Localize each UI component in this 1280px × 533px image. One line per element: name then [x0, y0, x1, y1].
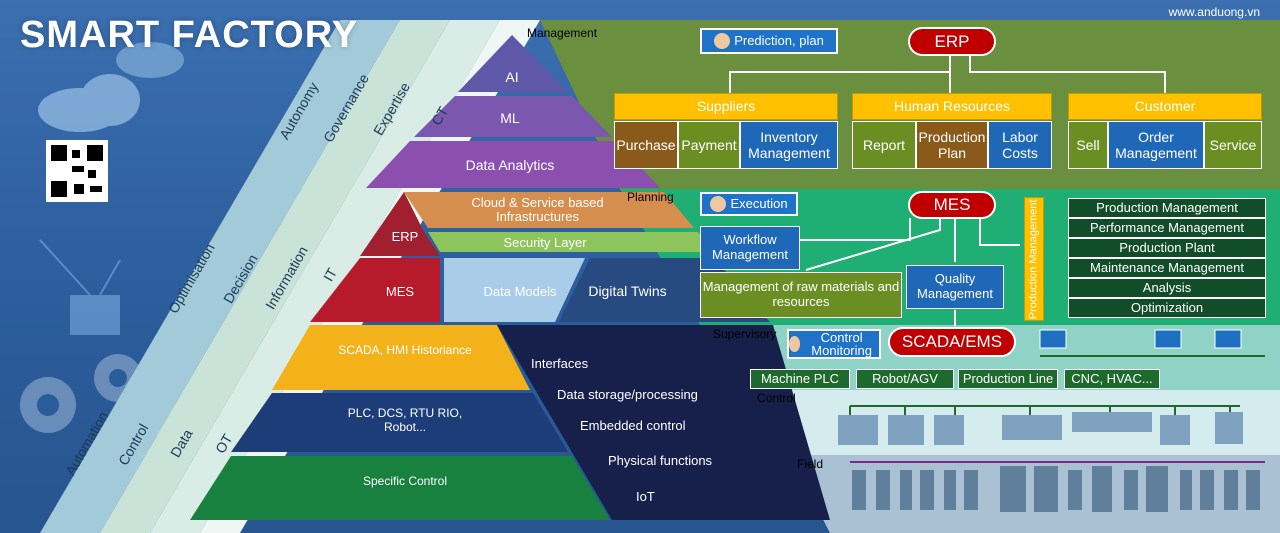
pyramid-cloud-label: Cloud & Service based Infrastructures — [471, 195, 604, 224]
pyramid-digital-twins-label: Digital Twins — [588, 283, 667, 299]
plc-devices — [838, 412, 1243, 445]
labor-costs-box[interactable]: Labor Costs — [988, 121, 1052, 169]
level-field: Field — [797, 457, 824, 471]
execution-box[interactable]: Execution — [700, 192, 798, 216]
page-title: SMART FACTORY — [20, 14, 359, 56]
erp-pill[interactable]: ERP — [908, 27, 996, 56]
production-plan-box[interactable]: Production Plan — [916, 121, 988, 169]
level-management: Management — [527, 26, 598, 40]
pyramid-mes — [310, 258, 440, 322]
control-production-line[interactable]: Production Line — [958, 369, 1058, 389]
level-supervisory: Supervisory — [713, 327, 777, 341]
ot-layer-1: Data storage/processing — [557, 387, 698, 402]
mes-pill[interactable]: MES — [908, 191, 996, 219]
service-box[interactable]: Service — [1204, 121, 1262, 169]
quality-box[interactable]: Quality Management — [906, 265, 1004, 309]
person-icon — [789, 336, 801, 352]
workflow-box[interactable]: Workflow Management — [700, 226, 800, 270]
field-devices — [852, 466, 1260, 512]
ot-layer-4: IoT — [636, 489, 655, 504]
qr-code-icon — [46, 140, 108, 202]
mes-connectors — [800, 218, 1020, 326]
report-box[interactable]: Report — [852, 121, 916, 169]
pyramid-erp — [360, 192, 440, 256]
pyramid-ai — [458, 35, 568, 92]
suppliers-header[interactable]: Suppliers — [614, 93, 838, 120]
level-control: Control — [757, 391, 796, 405]
pyramid-security-label: Security Layer — [503, 235, 587, 250]
purchase-box[interactable]: Purchase — [614, 121, 678, 169]
control-monitoring-box[interactable]: Control Monitoring — [787, 329, 881, 359]
customer-header[interactable]: Customer — [1068, 93, 1262, 120]
hr-header[interactable]: Human Resources — [852, 93, 1052, 120]
pyramid-specific — [190, 456, 610, 520]
control-cnc-hvac[interactable]: CNC, HVAC... — [1064, 369, 1160, 389]
production-management-vertical[interactable]: Production Management — [1024, 197, 1044, 321]
control-monitoring-label: Control Monitoring — [811, 330, 872, 358]
mes-list-5[interactable]: Optimization — [1068, 298, 1266, 318]
pyramid-plc — [231, 393, 568, 452]
control-robot-agv[interactable]: Robot/AGV — [856, 369, 954, 389]
person-icon — [710, 196, 727, 212]
ot-layer-0: Interfaces — [531, 356, 589, 371]
computer-icons — [1039, 329, 1242, 349]
pyramid-analytics-label: Data Analytics — [465, 157, 555, 173]
payment-box[interactable]: Payment — [678, 121, 740, 169]
pyramid-scada — [272, 325, 530, 390]
mes-list-2[interactable]: Production Plant — [1068, 238, 1266, 258]
pyramid-plc-label: PLC, DCS, RTU RIO, Robot... — [347, 406, 463, 434]
execution-label: Execution — [730, 195, 788, 211]
production-management-vertical-label: Production Management — [1027, 199, 1040, 319]
raw-materials-box[interactable]: Management of raw materials and resource… — [700, 272, 902, 318]
circuit-chip-icon — [39, 239, 121, 335]
pyramid-erp-label: ERP — [391, 229, 419, 244]
pyramid-cloud — [404, 192, 694, 228]
prediction-plan-box[interactable]: Prediction, plan — [700, 28, 838, 54]
pyramid-security — [428, 232, 712, 252]
order-management-box[interactable]: Order Management — [1108, 121, 1204, 169]
prediction-plan-label: Prediction, plan — [734, 32, 824, 48]
band-1 — [40, 20, 400, 533]
erp-connectors — [729, 54, 1166, 93]
band-2 — [100, 20, 450, 533]
pyramid-ai-label: AI — [505, 69, 519, 85]
ot-layer-3: Physical functions — [608, 453, 713, 468]
control-machine-plc[interactable]: Machine PLC — [750, 369, 850, 389]
mes-list-4[interactable]: Analysis — [1068, 278, 1266, 298]
pyramid-ml-label: ML — [500, 110, 520, 126]
mes-list-1[interactable]: Performance Management — [1068, 218, 1266, 238]
pyramid-ml — [414, 96, 612, 137]
cloud-icon — [38, 42, 184, 132]
website-url: www.anduong.vn — [1168, 5, 1260, 19]
pyramid-data-models-label: Data Models — [483, 284, 557, 299]
inventory-box[interactable]: Inventory Management — [740, 121, 838, 169]
person-icon — [714, 33, 731, 49]
pyramid-ot-layers — [497, 325, 830, 520]
pyramid-data-models — [444, 258, 585, 322]
ot-layer-2: Embedded control — [580, 418, 686, 433]
pyramid-specific-label: Specific Control — [362, 474, 448, 488]
scada-ems-pill[interactable]: SCADA/EMS — [888, 327, 1016, 357]
mes-list-0[interactable]: Production Management — [1068, 198, 1266, 218]
pyramid-analytics — [366, 141, 660, 188]
sell-box[interactable]: Sell — [1068, 121, 1108, 169]
mes-list-3[interactable]: Maintenance Management — [1068, 258, 1266, 278]
pyramid-scada-label: SCADA, HMI Historiance — [338, 343, 472, 357]
pyramid-mes-label: MES — [385, 284, 415, 299]
level-planning: Planning — [627, 190, 674, 204]
